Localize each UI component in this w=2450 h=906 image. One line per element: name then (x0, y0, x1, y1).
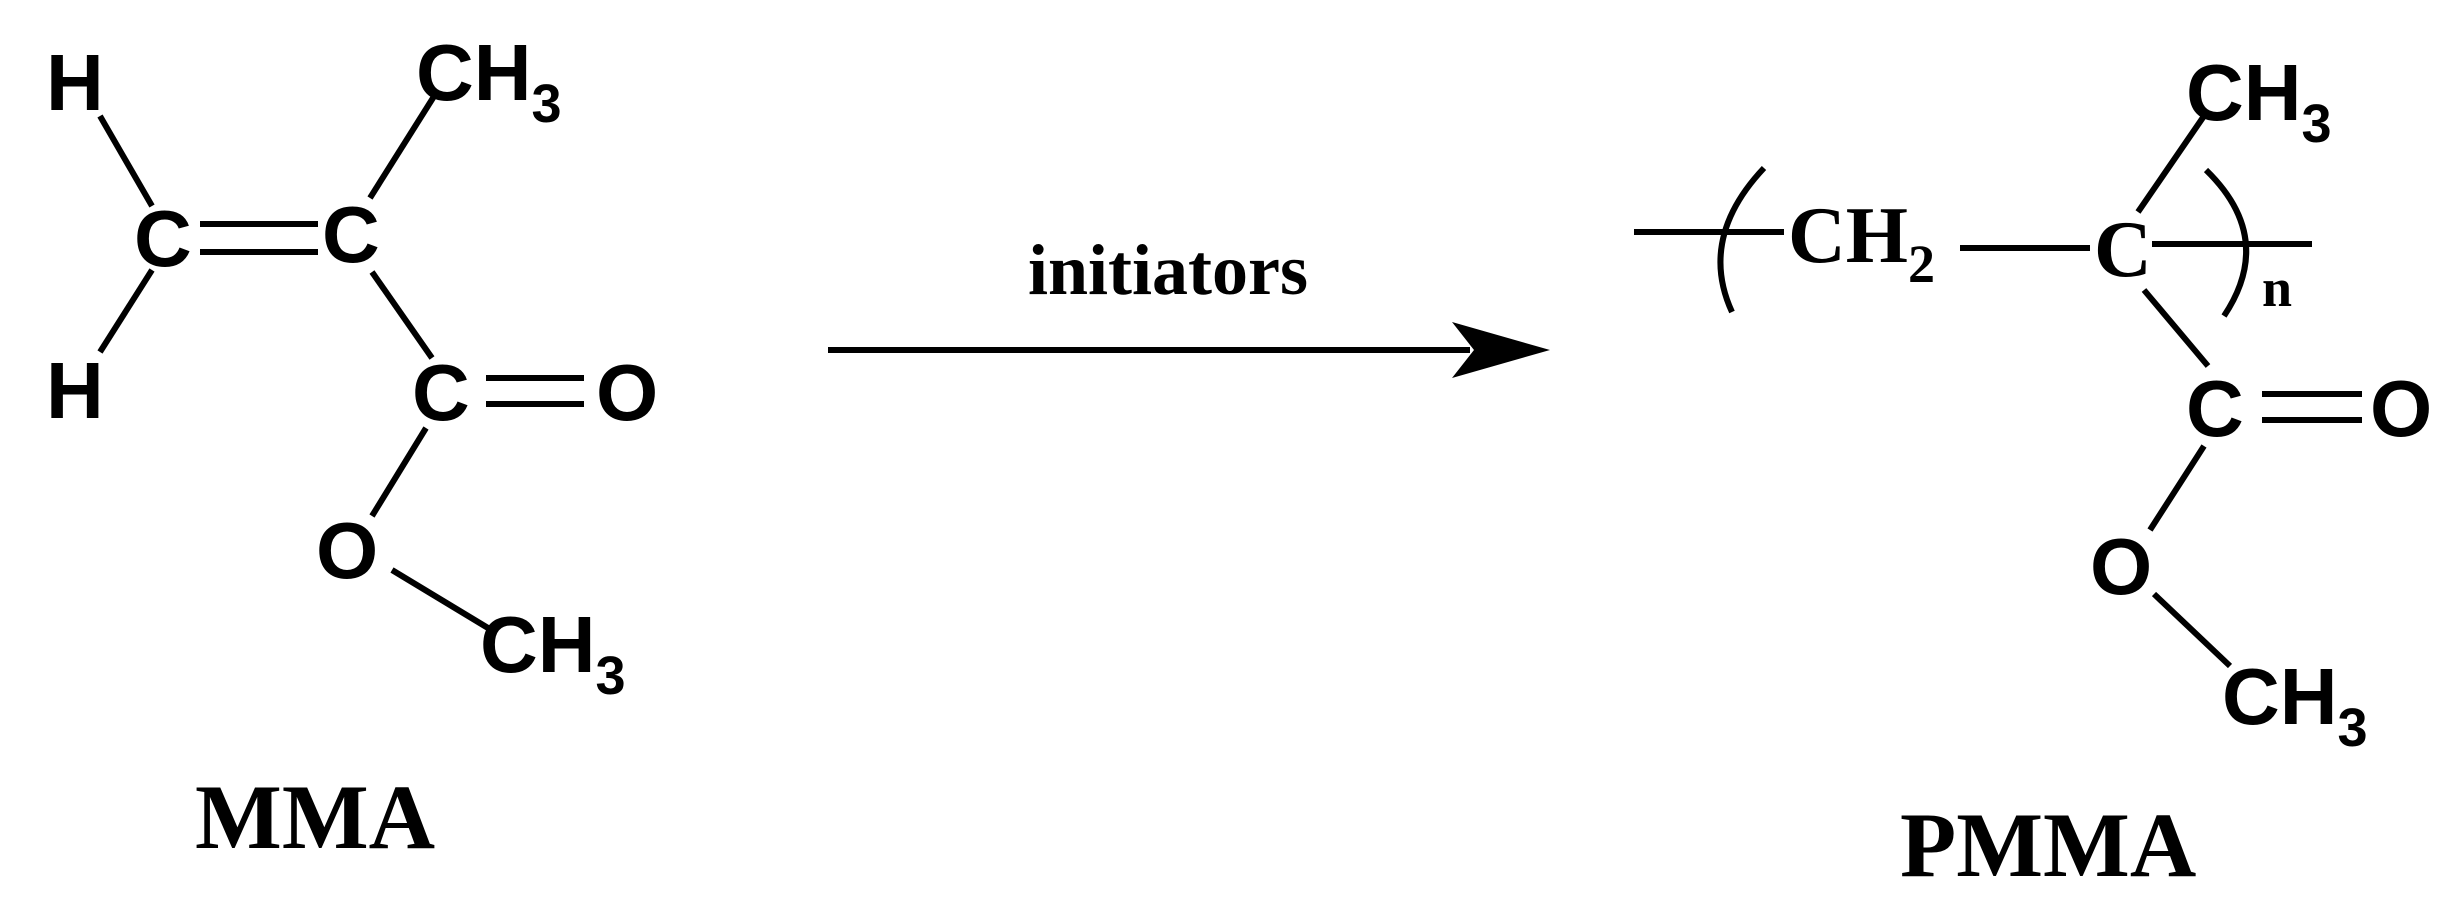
mma-bond-methyl (367, 88, 441, 200)
mma-structure: H H C C CH3 C O O CH3 MMA (46, 28, 658, 868)
mma-methyl-ch: CH (416, 28, 532, 117)
pmma-label: PMMA (1900, 794, 2196, 896)
pmma-ch2-subscript: 2 (1908, 234, 1935, 294)
pmma-left-bracket (1717, 165, 1767, 314)
mma-atom-c-left: C (134, 194, 192, 283)
mma-methyl-text: CH3 (416, 28, 562, 134)
pmma-structure: CH2 C CH3 n C O O CH3 PMMA (1634, 48, 2432, 896)
arrow-label: initiators (1028, 230, 1308, 310)
pmma-bond-ester-methyl (2151, 591, 2233, 669)
pmma-ch2-ch: CH (1788, 192, 1908, 280)
mma-atom-carbonyl-c: C (412, 348, 470, 437)
mma-atom-c-right: C (322, 190, 380, 279)
pmma-ch2-text: CH2 (1788, 192, 1935, 294)
pmma-atom-carbonyl-o: O (2370, 364, 2432, 453)
mma-label: MMA (195, 766, 435, 868)
mma-atom-ester-o: O (316, 506, 378, 595)
mma-bond-h-top (97, 114, 155, 208)
pmma-atom-carbonyl-c: C (2186, 364, 2244, 453)
pmma-atom-ester-o: O (2090, 522, 2152, 611)
mma-atom-carbonyl-o: O (596, 348, 658, 437)
mma-bond-h-bottom (97, 268, 155, 354)
reaction-arrow: initiators (828, 230, 1550, 378)
mma-ester-methyl-ch: CH (480, 600, 596, 689)
pmma-ester-methyl-ch: CH (2222, 652, 2338, 741)
mma-atom-h-bottom: H (46, 346, 104, 435)
pmma-bond-ester-o (2147, 444, 2207, 532)
pmma-atom-c-main: C (2094, 206, 2152, 294)
pmma-ester-methyl-subscript: 3 (2338, 698, 2368, 758)
mma-bond-ester-methyl (390, 567, 490, 631)
pmma-bond-carbonyl (2141, 288, 2211, 368)
mma-bond-ester-o (369, 426, 429, 518)
pmma-right-bracket (2203, 167, 2250, 318)
pmma-repeat-subscript: n (2262, 258, 2292, 318)
mma-ester-methyl-text: CH3 (480, 600, 626, 706)
mma-ester-methyl-subscript: 3 (596, 646, 626, 706)
mma-methyl-subscript: 3 (532, 74, 562, 134)
pmma-methyl-ch: CH (2186, 48, 2302, 137)
pmma-methyl-text: CH3 (2186, 48, 2332, 154)
mma-atom-h-top: H (46, 38, 104, 127)
arrow-head (1452, 322, 1550, 378)
pmma-ester-methyl-text: CH3 (2222, 652, 2368, 758)
pmma-methyl-subscript: 3 (2302, 94, 2332, 154)
pmma-bond-methyl (2135, 114, 2207, 214)
mma-bond-carbonyl (369, 270, 435, 360)
